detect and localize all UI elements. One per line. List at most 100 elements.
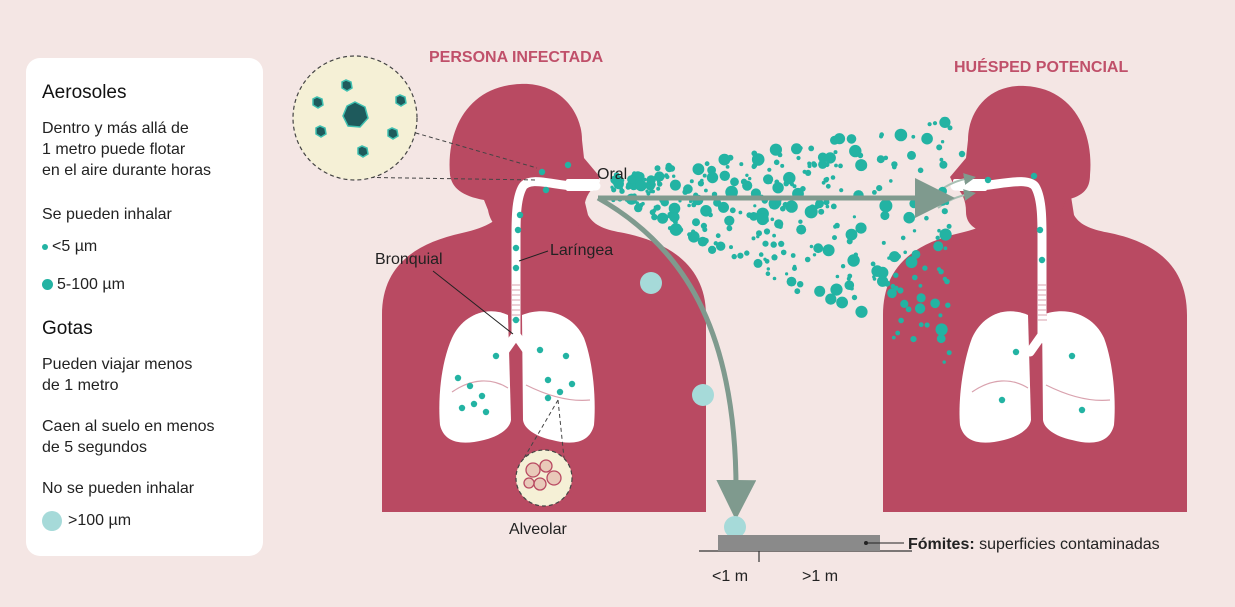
aerosol-dot <box>659 177 663 181</box>
aerosol-dot <box>872 190 877 195</box>
aerosol-dot <box>627 175 636 184</box>
aerosol-dot <box>513 265 519 271</box>
aerosol-dot <box>702 227 707 232</box>
aerosol-dot <box>739 162 743 166</box>
aerosol-dot <box>825 294 836 305</box>
aerosol-dot <box>847 254 859 266</box>
aerosol-dot <box>752 164 757 169</box>
fomites-bold: Fómites: <box>908 536 975 553</box>
aerosol-dot <box>729 245 733 249</box>
aerosol-dot <box>936 323 948 335</box>
aerosol-dot <box>898 318 904 324</box>
aerosol-dot <box>917 293 926 302</box>
aerosol-dot <box>762 241 768 247</box>
aerosol-dot <box>864 166 867 169</box>
aerosol-dot <box>924 216 929 221</box>
aerosol-dot <box>745 174 748 177</box>
laryngeal-label: Laríngea <box>550 242 613 259</box>
aerosol-dot <box>877 276 888 287</box>
aerosol-dot <box>773 277 777 281</box>
aerosol-dot <box>805 257 811 263</box>
size-small-label: <5 µm <box>52 238 97 255</box>
near-distance-label: <1 m <box>712 568 748 585</box>
aerosol-dot <box>948 125 953 130</box>
large-drop <box>640 272 662 294</box>
aerosol-dot <box>791 143 802 154</box>
small-aerosol-dot-icon <box>42 244 48 250</box>
aerosol-dot <box>805 170 811 176</box>
aerosol-dot <box>691 202 696 207</box>
aerosol-dot <box>693 163 705 175</box>
aerosol-dot <box>836 137 840 141</box>
aerosol-dot <box>900 300 908 308</box>
aerosol-dot <box>674 180 680 186</box>
aerosol-dot <box>513 245 519 251</box>
aerosol-dot <box>800 186 806 192</box>
aerosol-dot <box>785 272 788 275</box>
aerosol-dot <box>545 395 551 401</box>
aerosol-dot <box>632 171 637 176</box>
aerosol-dot <box>687 204 691 208</box>
aerosol-dot <box>796 156 800 160</box>
aerosol-dot <box>985 177 991 183</box>
aerosol-dot <box>859 225 865 231</box>
aerosol-dot <box>847 134 857 144</box>
aerosol-dot <box>858 191 862 195</box>
fomites-desc: superficies contaminadas <box>975 536 1160 553</box>
aerosol-dot <box>565 162 571 168</box>
aerosol-dot <box>778 241 784 247</box>
aerosol-dot <box>792 266 797 271</box>
aerosol-dot <box>771 241 777 247</box>
aerosol-dot <box>810 245 813 248</box>
medium-aerosol-dot-icon <box>42 279 53 290</box>
aerosol-dot <box>823 244 835 256</box>
aerosol-dot <box>665 175 669 179</box>
aerosol-dot <box>459 405 465 411</box>
aerosol-dot <box>455 375 461 381</box>
aerosol-dot <box>901 236 906 241</box>
aerosol-dot <box>938 313 942 317</box>
aerosol-dot <box>483 409 489 415</box>
infected-person-figure <box>382 84 706 512</box>
large-drop <box>724 516 746 538</box>
aerosol-dot <box>635 180 646 191</box>
aerosol-dot <box>928 122 932 126</box>
legend-large-drop: >100 µm <box>42 510 131 531</box>
aerosol-dot <box>759 252 764 257</box>
aerosols-desc-line2: 1 metro puede flotar <box>42 139 185 160</box>
aerosol-dot <box>692 218 700 226</box>
aerosol-dot <box>479 393 485 399</box>
aerosol-dot <box>834 164 838 168</box>
aerosol-dot <box>940 158 944 162</box>
drops-desc-line1: Pueden viajar menos <box>42 354 192 375</box>
aerosol-dot <box>772 182 783 193</box>
aerosol-dot <box>654 171 664 181</box>
aerosol-dot <box>515 227 521 233</box>
aerosol-dot <box>657 213 668 224</box>
aerosol-dot <box>678 227 684 233</box>
aerosol-dot <box>846 229 858 241</box>
aerosol-dot <box>937 334 946 343</box>
aerosol-dot <box>1069 353 1075 359</box>
aerosol-dot <box>871 262 876 267</box>
aerosol-dot <box>889 179 893 183</box>
drops-desc-line2: de 1 metro <box>42 375 118 396</box>
aerosol-dot <box>756 235 759 238</box>
aerosol-dot <box>831 286 840 295</box>
aerosol-dot <box>907 151 916 160</box>
aerosol-dot <box>796 225 806 235</box>
aerosol-dot <box>910 336 916 342</box>
aerosol-dot <box>726 165 730 169</box>
aerosol-dot <box>545 377 551 383</box>
aerosol-dot <box>724 216 734 226</box>
aerosol-dot <box>879 199 892 212</box>
aerosol-dot <box>913 229 916 232</box>
fomites-label: Fómites: superficies contaminadas <box>908 536 1160 553</box>
aerosol-dot <box>841 264 845 268</box>
aerosol-dot <box>716 233 721 238</box>
aerosol-dot <box>853 215 856 218</box>
aerosol-dot <box>915 303 925 313</box>
aerosol-dot <box>903 251 907 255</box>
infected-head <box>450 84 600 232</box>
drops-no-inhale: No se pueden inhalar <box>42 478 194 499</box>
